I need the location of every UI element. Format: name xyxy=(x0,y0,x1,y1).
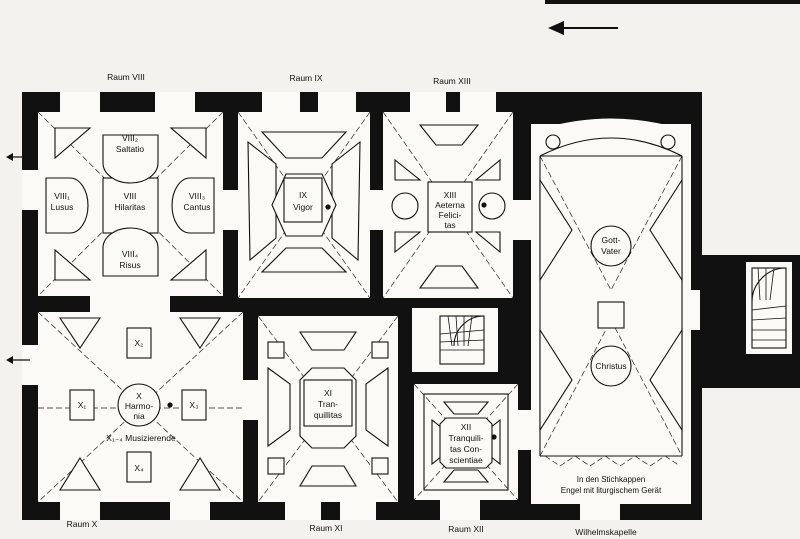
marker-icon xyxy=(481,202,487,208)
header-raum-xi: Raum XI xyxy=(309,523,342,533)
x-name-2: nia xyxy=(133,411,145,421)
staircase xyxy=(439,315,485,365)
xiii-name-2: Felici- xyxy=(439,210,462,220)
gott-vater-1: Gott- xyxy=(602,235,621,245)
xi-name-1: Tran- xyxy=(318,399,338,409)
header-raum-xiii: Raum XIII xyxy=(433,76,471,86)
room-ix-vault: IX Vigor xyxy=(237,111,371,299)
xiii-number: XIII xyxy=(444,190,457,200)
gott-vater-2: Vater xyxy=(601,246,621,256)
marker-icon xyxy=(325,204,331,210)
xi-name-2: quillitas xyxy=(314,410,342,420)
ix-name: Vigor xyxy=(293,202,313,212)
spiral-staircase xyxy=(751,267,787,349)
x4-label: X₄ xyxy=(134,463,144,473)
header-raum-ix: Raum IX xyxy=(289,73,322,83)
viii3-name: Cantus xyxy=(184,202,211,212)
room-xiii-vault: XIII Aeterna Felici- tas xyxy=(382,111,514,299)
xii-name-3: scientiae xyxy=(449,455,483,465)
viii-number: VIII xyxy=(124,191,137,201)
xii-name-1: Tranquili- xyxy=(448,433,483,443)
x-name-1: Harmo- xyxy=(125,401,154,411)
christus-label: Christus xyxy=(595,361,626,371)
ix-number: IX xyxy=(299,190,307,200)
chapel-vault xyxy=(539,134,683,467)
viii3-number: VIII₃ xyxy=(189,191,205,201)
xii-name-2: tas Con- xyxy=(450,444,482,454)
viii1-number: VIII₁ xyxy=(54,191,70,201)
viii2-number: VIII₂ xyxy=(122,133,138,143)
x-caption: X₁₋₄ Musizierende xyxy=(106,433,176,443)
viii4-name: Risus xyxy=(119,260,140,270)
room-xii-vault: XII Tranquili- tas Con- scientiae xyxy=(413,383,519,501)
room-viii-vault xyxy=(37,111,224,297)
chapel-note-2: Engel mit liturgischem Gerät xyxy=(561,486,662,495)
viii-name: Hilaritas xyxy=(115,202,146,212)
xiii-name-1: Aeterna xyxy=(435,200,465,210)
viii4-number: VIII₄ xyxy=(122,249,139,259)
exit-arrow-icon xyxy=(6,356,30,364)
x2-label: X₂ xyxy=(135,338,144,348)
room-xi-vault: XI Tran- quillitas xyxy=(257,315,399,503)
header-raum-x: Raum X xyxy=(67,519,98,529)
viii2-name: Saltatio xyxy=(116,144,145,154)
marker-icon xyxy=(167,402,173,408)
viii1-name: Lusus xyxy=(51,202,74,212)
header-raum-xii: Raum XII xyxy=(448,524,483,534)
xi-number: XI xyxy=(324,388,332,398)
x3-label: X₃ xyxy=(189,400,198,410)
chapel-note-1: In den Stichkappen xyxy=(577,475,646,484)
header-wilhelmskapelle: Wilhelmskapelle xyxy=(575,527,637,537)
header-raum-viii: Raum VIII xyxy=(107,72,145,82)
exit-arrow-icon xyxy=(6,153,30,161)
x-number: X xyxy=(136,391,142,401)
x1-label: X₁ xyxy=(78,400,87,410)
openings xyxy=(22,92,700,520)
room-x-vault xyxy=(37,311,244,503)
direction-arrow-icon xyxy=(545,0,800,35)
xiii-name-3: tas xyxy=(444,220,455,230)
xii-number: XII xyxy=(461,422,471,432)
marker-icon xyxy=(491,434,497,440)
